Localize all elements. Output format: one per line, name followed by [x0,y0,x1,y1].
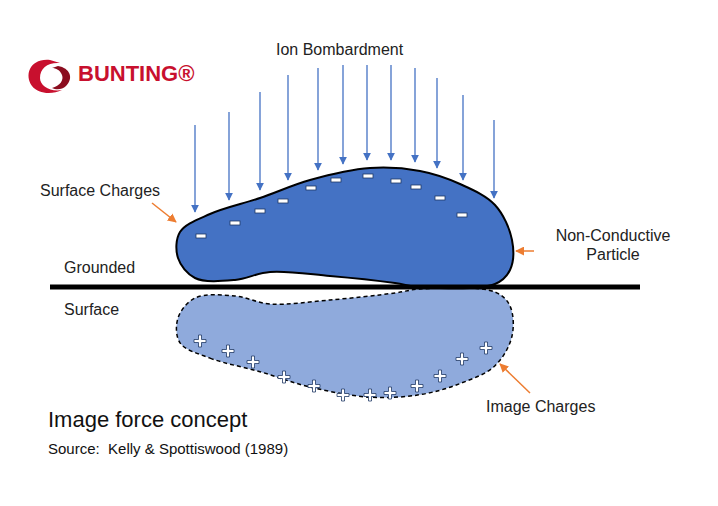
minus-charge [391,179,401,183]
plus-sign [411,380,423,392]
leader-arrow [516,250,534,252]
callout-label: Image Charges [486,397,595,416]
plus-sign [434,370,446,382]
ion-arrows [195,65,494,212]
plus-charge [456,353,468,365]
plus-sign [278,371,290,383]
plus-sign [384,387,396,399]
brand-logo: BUNTING® [78,61,194,87]
ion-arrow [194,125,195,212]
plus-sign [480,342,492,354]
minus-charge [196,234,206,238]
minus-charge [278,199,288,203]
ion-arrow [228,112,229,200]
ion-arrow [317,68,318,170]
minus-charge [435,196,445,200]
plus-sign [337,389,349,401]
charge-signs [194,174,492,401]
ion-arrow [366,65,367,160]
plus-sign [456,353,468,365]
plus-charge [222,345,234,357]
plus-sign [194,335,206,347]
plus-charge [411,380,423,392]
plus-charge [480,342,492,354]
leader-arrow [500,364,530,393]
ion-arrow [287,75,288,180]
minus-charge [331,178,341,182]
ion-bombardment-label: Ion Bombardment [276,40,403,59]
minus-charge [411,185,421,189]
diagram-title: Image force concept [48,407,247,433]
non-conductive-particle [176,168,513,289]
ion-arrow [259,92,260,190]
plus-sign [222,345,234,357]
minus-charge [306,186,316,190]
source-caption: Source: Kelly & Spottiswood (1989) [48,440,288,458]
particle-outline [176,168,513,289]
bunting-logo-mark [29,60,71,93]
plus-charge [247,356,259,368]
callout-label: Surface Charges [40,181,160,200]
plus-charge [337,389,349,401]
minus-charge [230,221,240,225]
ion-arrow [342,65,343,164]
plus-sign [364,389,376,401]
ion-arrow [414,68,415,162]
plus-charge [364,389,376,401]
ion-arrow [493,120,494,198]
minus-charge [255,209,265,213]
plus-charge [278,371,290,383]
ion-arrow [390,65,391,160]
minus-charge [457,213,467,217]
plus-charge [308,380,320,392]
callout-label: Non-Conductive Particle [538,226,688,264]
plus-charge [384,387,396,399]
minus-charge [363,174,373,178]
image-particle [176,288,513,398]
plus-charge [434,370,446,382]
image-particle-outline [176,288,513,398]
logo-swoosh [52,66,70,89]
plus-charge [194,335,206,347]
surface-label: Surface [64,300,119,319]
leader-arrow [152,203,176,222]
ion-arrow [462,95,463,180]
plus-sign [247,356,259,368]
surface-label: Grounded [64,258,135,277]
ion-arrow [436,78,437,168]
grounded-surface-line [50,285,640,290]
plus-sign [308,380,320,392]
